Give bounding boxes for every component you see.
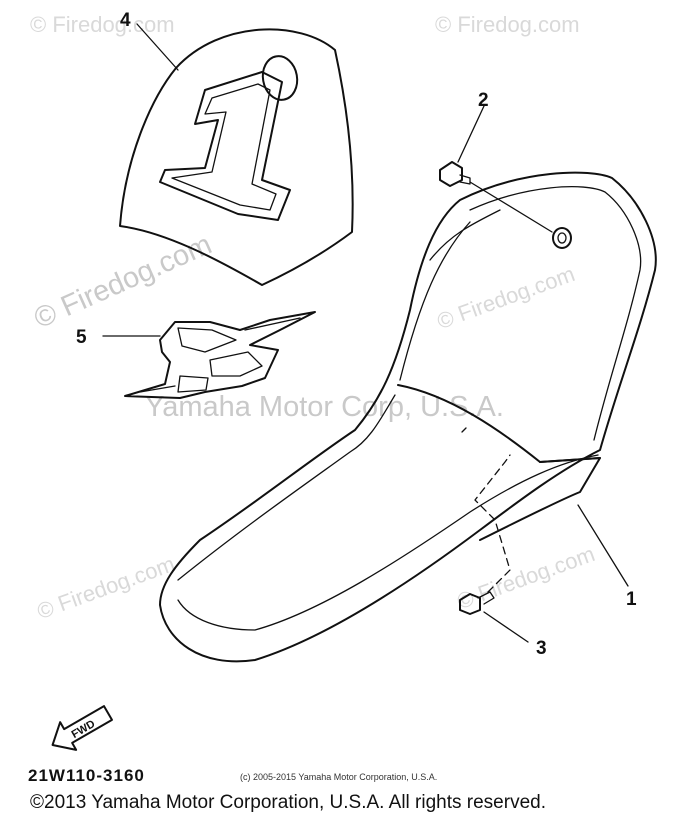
decal-part-5 [124, 311, 316, 399]
callout-5: 5 [76, 327, 87, 348]
watermark-firedog: © Firedog.com [34, 551, 178, 624]
callout-2: 2 [478, 90, 489, 111]
bolt-part-3 [459, 454, 511, 615]
watermark-firedog: © Firedog.com [29, 228, 216, 335]
leader-line-3 [483, 611, 529, 643]
bolt-part-2 [439, 161, 572, 249]
seat-part-1 [159, 171, 657, 663]
copyright-notice: ©2013 Yamaha Motor Corporation, U.S.A. A… [30, 792, 546, 813]
leader-line-2 [457, 105, 485, 163]
callout-1: 1 [626, 589, 637, 610]
number-plate-part-4 [119, 28, 354, 286]
callout-3: 3 [536, 638, 547, 659]
part-code: 21W110-3160 [28, 766, 145, 785]
leader-line-4 [136, 23, 179, 71]
leader-line-1 [577, 504, 629, 587]
small-copyright: (c) 2005-2015 Yamaha Motor Corporation, … [240, 772, 438, 782]
watermark-firedog: © Firedog.com [434, 261, 578, 334]
watermark-yamaha: Yamaha Motor Corp, U.S.A. [145, 391, 504, 423]
fwd-arrow: FWD [51, 705, 113, 751]
callout-4: 4 [120, 10, 131, 31]
watermark-firedog: © Firedog.com [30, 12, 175, 37]
watermark-firedog: © Firedog.com [454, 541, 598, 614]
watermark-firedog: © Firedog.com [435, 12, 580, 37]
